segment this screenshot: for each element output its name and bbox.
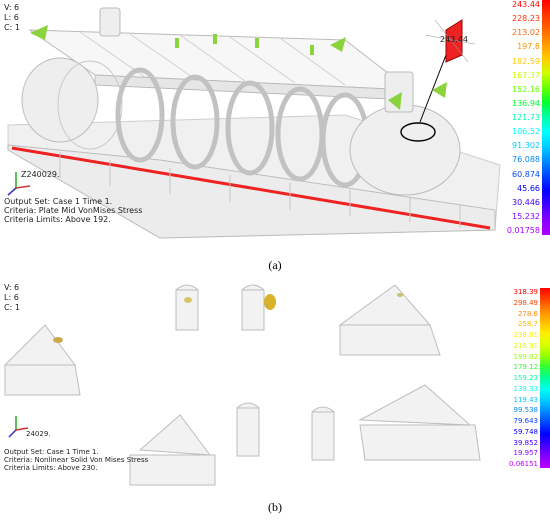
legend-value: 167.37 — [512, 70, 540, 80]
panel-b: V: 6 L: 6 C: 1 24029. Output Set: Case 1… — [0, 280, 550, 490]
load-arrow-icons — [30, 25, 447, 110]
legend-value: 76.088 — [512, 155, 540, 165]
caption-b: (b) — [268, 500, 282, 514]
stress-highlight-marks — [53, 293, 403, 343]
criteria-limits-line: Criteria Limits: Above 192. — [4, 215, 111, 224]
view-info-c: C: 1 — [4, 23, 20, 32]
legend-value: 30.446 — [512, 197, 540, 207]
legend-value: 213.02 — [512, 28, 540, 38]
axis-value: 240029. — [26, 170, 60, 179]
output-set-line: Output Set: Case 1 Time 1. — [4, 448, 99, 456]
stress-legend-b: 318.39 298.49 278.6 258.7 238.81 218.91 199.02… — [500, 288, 550, 468]
axis-triad-icon — [7, 172, 31, 196]
legend-value: 318.39 — [513, 288, 539, 296]
legend-color-bar — [542, 0, 550, 235]
stress-legend: 243.44 228.23 213.02 197.8 182.59 167.37 152.1… — [500, 0, 550, 235]
legend-value: 39.852 — [513, 438, 539, 447]
legend-color-bar — [540, 288, 550, 468]
view-info-v: V: 6 — [4, 3, 20, 12]
legend-value: 45.66 — [517, 183, 540, 193]
legend-value: 60.874 — [512, 169, 540, 179]
tank-assembly-model — [7, 7, 501, 239]
legend-value: 199.02 — [513, 352, 539, 361]
legend-value: 243.44 — [512, 0, 540, 9]
view-info-l: L: 6 — [4, 293, 19, 302]
legend-value: 258.7 — [517, 320, 538, 329]
criteria-limits-line: Criteria Limits: Above 230. — [4, 464, 98, 472]
legend-value: 79.643 — [513, 417, 539, 425]
stress-hotspot-marker — [400, 122, 436, 142]
legend-value: 15.232 — [512, 211, 540, 221]
legend-value: 119.43 — [513, 395, 539, 404]
legend-value: 218.91 — [513, 341, 539, 350]
legend-value: 278.6 — [517, 309, 538, 318]
legend-value: 197.8 — [517, 42, 540, 52]
axis-triad-icon-b — [8, 416, 29, 438]
output-info: Output Set: Case 1 Time 1. Criteria: Pla… — [4, 197, 142, 224]
criteria-line: Criteria: Nonlinear Solid Von Mises Stre… — [4, 456, 149, 464]
legend-value: 136.94 — [512, 98, 540, 108]
legend-value: 91.302 — [512, 141, 540, 151]
legend-value: 0.06151 — [509, 460, 538, 468]
view-info: V: 6 L: 6 C: 1 — [4, 3, 20, 33]
output-info-b: Output Set: Case 1 Time 1. Criteria: Non… — [4, 448, 148, 472]
callout-leader-line — [419, 54, 447, 123]
criteria-line: Criteria: Plate Mid VonMises Stress — [4, 206, 143, 215]
callout-stress-patch — [445, 19, 463, 63]
view-info-b: V: 6 L: 6 C: 1 — [4, 283, 20, 313]
legend-value: 139.33 — [513, 384, 539, 393]
panel-a: V: 6 L: 6 C: 1 Z240029. Output Set: Case… — [0, 0, 550, 240]
axis-label-z: Z — [21, 170, 27, 179]
legend-value: 121.73 — [512, 113, 540, 122]
legend-value: 152.16 — [512, 84, 540, 94]
legend-value: 0.01758 — [506, 226, 540, 235]
legend-value: 59.748 — [513, 427, 539, 436]
legend-value: 179.12 — [513, 363, 539, 372]
bracket-parts-model — [3, 284, 481, 486]
legend-value: 182.59 — [512, 56, 540, 66]
callout-value: 243.44 — [440, 35, 468, 44]
output-set-line: Output Set: Case 1 Time 1. — [4, 197, 113, 206]
legend-value: 298.49 — [513, 298, 539, 307]
legend-value: 19.957 — [513, 449, 539, 458]
axis-value-b: 24029. — [26, 430, 51, 438]
view-info-l: L: 6 — [4, 13, 19, 22]
legend-value: 238.81 — [513, 331, 539, 339]
legend-value: 159.23 — [513, 374, 539, 382]
legend-value: 99.538 — [513, 406, 539, 415]
legend-value: 228.23 — [512, 14, 540, 24]
legend-value: 106.52 — [512, 127, 540, 137]
caption-a: (a) — [268, 258, 282, 272]
view-info-v: V: 6 — [4, 283, 20, 292]
view-info-c: C: 1 — [4, 303, 20, 312]
